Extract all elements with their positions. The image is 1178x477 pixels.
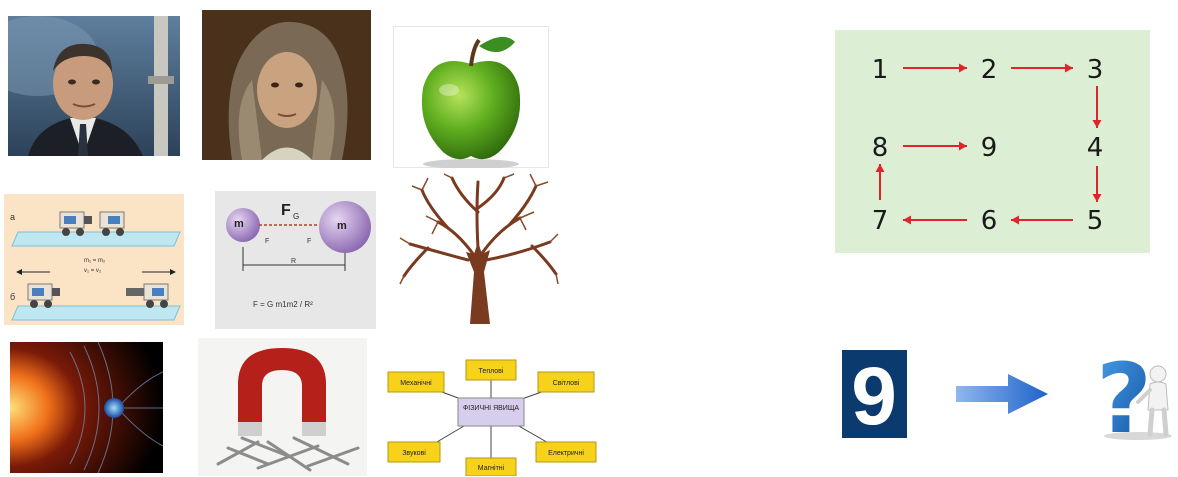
phenomena-box-magnetic: Магнітні bbox=[478, 464, 505, 472]
question-mark-figure-icon: ? bbox=[1098, 340, 1178, 440]
sequence-number-2: 2 bbox=[981, 55, 998, 85]
sequence-number-3: 3 bbox=[1087, 55, 1104, 85]
svg-text:б: б bbox=[10, 292, 15, 302]
sequence-number-8: 8 bbox=[872, 133, 889, 163]
portrait-rocket-scientist-image bbox=[8, 16, 180, 156]
sequence-number-5: 5 bbox=[1087, 206, 1104, 236]
sequence-number-7: 7 bbox=[872, 206, 889, 236]
arrow-3-to-4-head bbox=[1092, 120, 1102, 128]
digit-nine-badge: 9 bbox=[842, 350, 907, 438]
mass-left-label: m bbox=[234, 218, 244, 230]
tree-image bbox=[398, 172, 560, 324]
phenomena-box-thermal: Теплові bbox=[479, 367, 504, 375]
sequence-number-1: 1 bbox=[872, 55, 889, 85]
svg-text:v₁ = v₂: v₁ = v₂ bbox=[84, 268, 102, 274]
phenomena-box-sound: Звукові bbox=[402, 449, 426, 457]
gravitation-formula: F = G m1m2 / R² bbox=[253, 300, 313, 309]
svg-text:F: F bbox=[265, 238, 269, 245]
right-arrow-icon bbox=[956, 372, 1048, 416]
arrow-5-to-6-head bbox=[1011, 215, 1019, 225]
arrow-2-to-3-head bbox=[1065, 63, 1073, 73]
question-mark-label: ? bbox=[1098, 343, 1152, 440]
collision-carts-image: a m₁ = m₂ v₁ = v₂ б bbox=[4, 194, 184, 325]
gravitation-force-diagram: m m F G F F R F = G m1m2 / R² bbox=[215, 191, 376, 329]
arrow-6-to-7-head bbox=[903, 215, 911, 225]
svg-text:R: R bbox=[291, 258, 296, 265]
green-apple-image bbox=[393, 26, 549, 168]
arrow-8-to-9-head bbox=[959, 141, 967, 151]
phenomena-box-mechanical: Механічні bbox=[400, 379, 432, 387]
sequence-number-9: 9 bbox=[981, 133, 998, 163]
arrow-1-to-2-head bbox=[959, 63, 967, 73]
physical-phenomena-diagram: ФІЗИЧНІ ЯВИЩА Механічні Теплові Світлові… bbox=[382, 344, 600, 476]
magnet-with-nails-image bbox=[198, 338, 367, 476]
phenomena-box-electric: Електричні bbox=[548, 449, 584, 457]
sequence-number-4: 4 bbox=[1087, 133, 1104, 163]
arrow-7-to-8-head bbox=[875, 164, 885, 172]
digit-nine-label: 9 bbox=[851, 351, 897, 438]
arrow-4-to-5-head bbox=[1092, 194, 1102, 202]
mass-right-label: m bbox=[337, 220, 347, 232]
force-subscript: G bbox=[293, 212, 299, 221]
magnetosphere-image bbox=[10, 342, 163, 473]
svg-text:a: a bbox=[10, 212, 15, 222]
portrait-newton-image bbox=[202, 10, 371, 160]
phenomena-center-label: ФІЗИЧНІ ЯВИЩА bbox=[463, 405, 519, 412]
svg-text:m₁ = m₂: m₁ = m₂ bbox=[84, 258, 106, 264]
number-sequence-puzzle: 1 2 3 4 5 6 7 8 9 bbox=[835, 30, 1150, 253]
sequence-number-6: 6 bbox=[981, 206, 998, 236]
phenomena-box-light: Світлові bbox=[553, 379, 580, 387]
force-label: F bbox=[281, 202, 291, 219]
svg-text:F: F bbox=[307, 238, 311, 245]
